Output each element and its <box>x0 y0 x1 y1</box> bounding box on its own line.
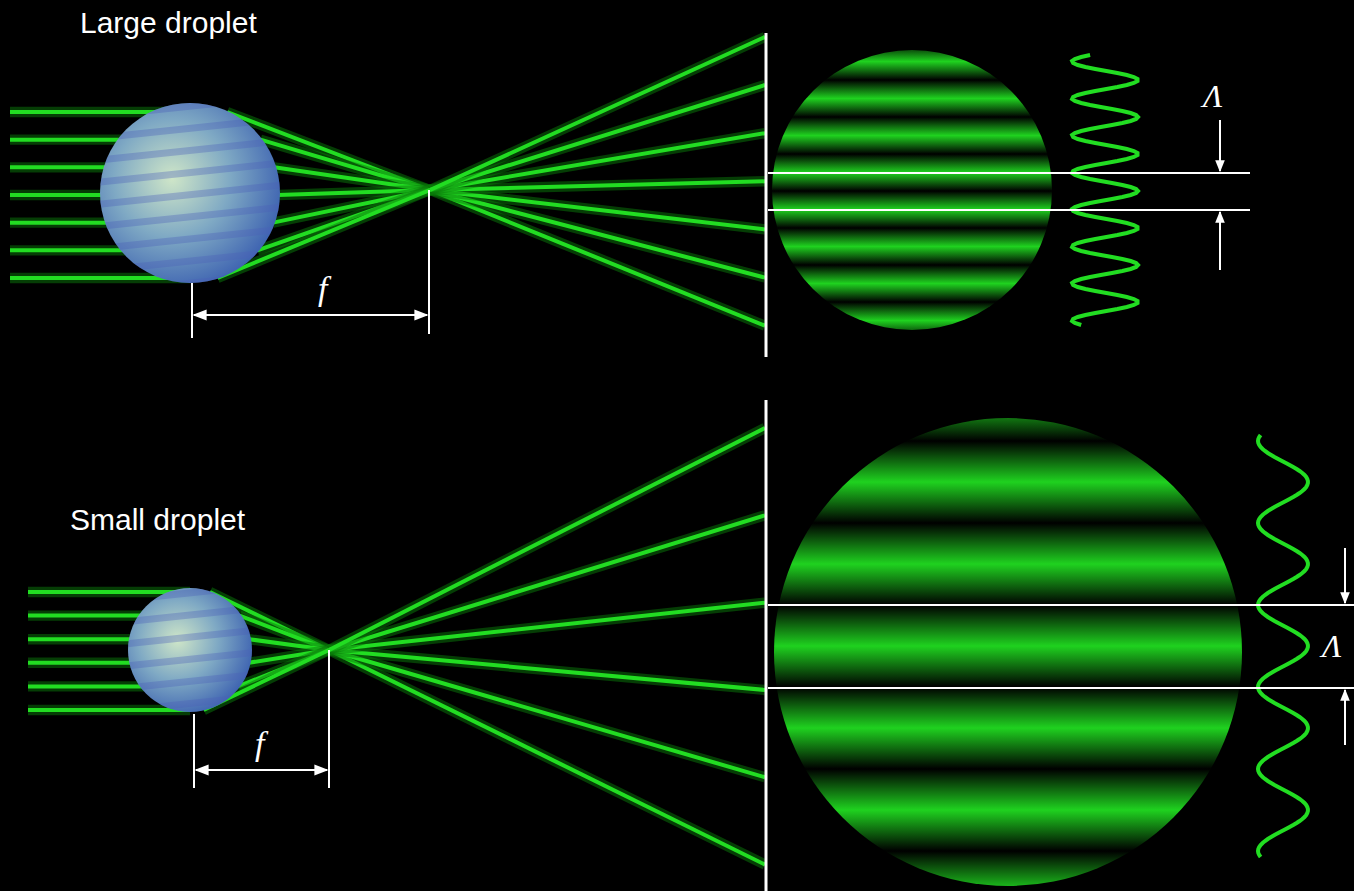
light-ray-glow <box>430 190 765 326</box>
light-ray-glow <box>329 650 765 777</box>
focal-length-label: f <box>255 727 264 761</box>
light-ray <box>28 708 190 712</box>
light-ray <box>329 650 765 690</box>
light-ray <box>329 650 765 865</box>
light-ray <box>430 85 765 190</box>
light-ray <box>430 190 765 278</box>
light-ray-glow <box>240 616 329 650</box>
light-ray <box>329 428 765 650</box>
focal-length-label: f <box>318 272 327 306</box>
light-ray-glow <box>430 85 765 190</box>
intensity-wave <box>1258 435 1308 857</box>
light-ray-glow <box>430 190 765 229</box>
light-ray-glow <box>329 650 765 690</box>
light-ray <box>329 650 765 777</box>
light-ray-glow <box>329 650 765 865</box>
light-ray <box>240 616 329 650</box>
fringe-spacing-label: Λ <box>1203 80 1222 112</box>
droplet-title: Large droplet <box>80 8 257 38</box>
light-ray <box>260 140 430 190</box>
light-ray-glow <box>260 140 430 190</box>
droplet-title: Small droplet <box>70 505 245 535</box>
light-ray-glow <box>430 37 765 190</box>
light-ray <box>430 190 765 326</box>
intensity-wave <box>1072 55 1138 325</box>
light-ray-glow <box>329 428 765 650</box>
fringe-spacing-label: Λ <box>1322 630 1341 662</box>
light-ray <box>430 190 765 229</box>
light-ray <box>430 37 765 190</box>
light-ray-glow <box>430 190 765 278</box>
